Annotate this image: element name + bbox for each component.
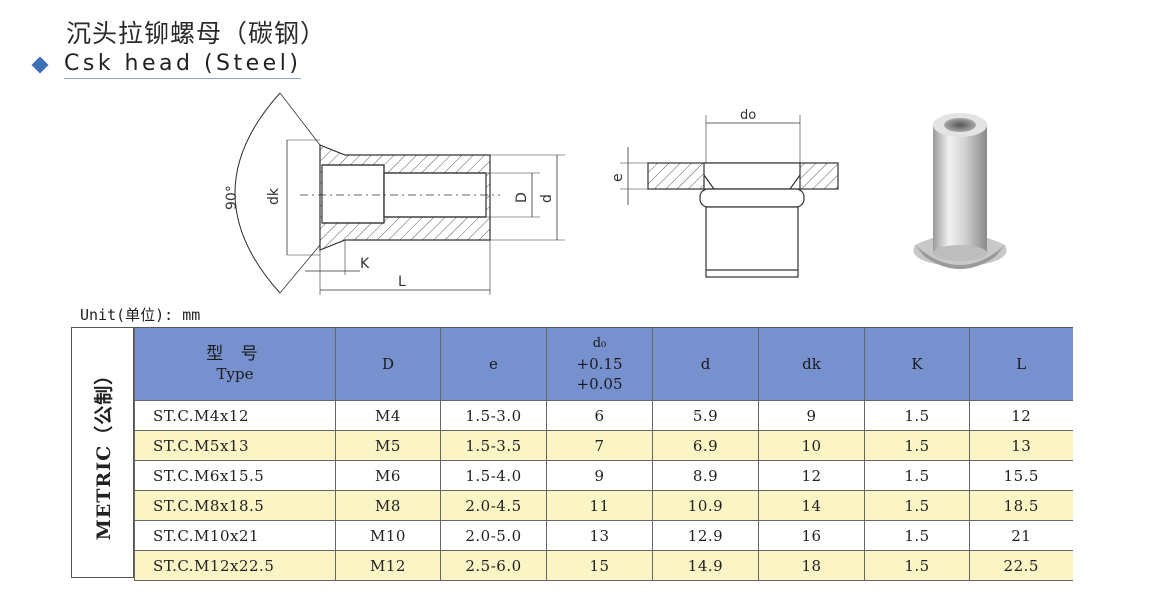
cell-D: M5: [335, 430, 441, 461]
cell-K: 1.5: [864, 520, 970, 551]
label-L: L: [398, 274, 406, 290]
table-row: ST.C.M5x13 M5 1.5-3.5 7 6.9 10 1.5 13: [134, 430, 1073, 461]
cell-D: M12: [335, 550, 441, 581]
header-do-tol-lower: +0.05: [576, 375, 623, 393]
cell-do: 13: [546, 520, 653, 551]
table-header-row: 型 号 Type D e d₀ +0.15 +0.05 d dk K L: [134, 328, 1073, 401]
cell-type: ST.C.M4x12: [134, 400, 336, 431]
cell-D: M8: [335, 490, 441, 521]
cell-D: M10: [335, 520, 441, 551]
label-dk: dk: [266, 187, 282, 205]
cell-d: 12.9: [652, 520, 759, 551]
cell-L: 18.5: [969, 490, 1073, 521]
unit-label: Unit(单位): mm: [80, 306, 201, 324]
cell-d: 14.9: [652, 550, 759, 581]
cell-type: ST.C.M8x18.5: [134, 490, 336, 521]
cell-L: 21: [969, 520, 1073, 551]
cell-D: M4: [335, 400, 441, 431]
cell-K: 1.5: [864, 550, 970, 581]
label-e: e: [610, 173, 626, 182]
technical-drawing: 90° dk D d K L do e: [224, 92, 1007, 295]
cell-K: 1.5: [864, 430, 970, 461]
cell-L: 22.5: [969, 550, 1073, 581]
label-do: do: [740, 108, 756, 123]
cell-type: ST.C.M5x13: [134, 430, 336, 461]
cell-dk: 14: [758, 490, 865, 521]
cell-type: ST.C.M10x21: [134, 520, 336, 551]
cell-d: 6.9: [652, 430, 759, 461]
header-K: K: [864, 328, 970, 401]
cell-do: 15: [546, 550, 653, 581]
cell-dk: 10: [758, 430, 865, 461]
side-section-view: [234, 92, 565, 295]
header-type-en: Type: [216, 365, 254, 383]
table-row: ST.C.M6x15.5 M6 1.5-4.0 9 8.9 12 1.5 15.…: [134, 460, 1073, 491]
cell-do: 6: [546, 400, 653, 431]
cell-L: 15.5: [969, 460, 1073, 491]
table-row: ST.C.M4x12 M4 1.5-3.0 6 5.9 9 1.5 12: [134, 400, 1073, 431]
header-e: e: [440, 328, 547, 401]
header-L: L: [969, 328, 1073, 401]
diamond-bullet-icon: [31, 56, 49, 74]
installed-view: [620, 115, 839, 278]
cell-e: 2.0-4.5: [440, 490, 547, 521]
cell-e: 1.5-3.0: [440, 400, 547, 431]
label-D: D: [514, 192, 530, 203]
header-type: 型 号 Type: [134, 328, 336, 401]
cell-e: 2.0-5.0: [440, 520, 547, 551]
cell-K: 1.5: [864, 490, 970, 521]
label-K: K: [360, 256, 370, 272]
title-chinese: 沉头拉铆螺母（碳钢）: [66, 19, 327, 48]
header-dk: dk: [758, 328, 865, 401]
header-type-cn: 型 号: [206, 344, 264, 364]
cell-e: 2.5-6.0: [440, 550, 547, 581]
cell-type: ST.C.M6x15.5: [134, 460, 336, 491]
cell-K: 1.5: [864, 460, 970, 491]
header-D: D: [335, 328, 441, 401]
cell-e: 1.5-3.5: [440, 430, 547, 461]
cell-do: 11: [546, 490, 653, 521]
spec-table-container: METRIC（公制） 型 号 Type D e d₀ +0.15 +0.05 d: [71, 327, 1073, 581]
header-do-symbol: d₀: [592, 336, 607, 351]
cell-do: 7: [546, 430, 653, 461]
cell-d: 5.9: [652, 400, 759, 431]
label-d: d: [539, 194, 555, 203]
metric-label-text: METRIC（公制）: [93, 364, 116, 541]
cell-dk: 18: [758, 550, 865, 581]
product-rendering-3d: [913, 113, 1007, 269]
cell-d: 8.9: [652, 460, 759, 491]
cell-L: 12: [969, 400, 1073, 431]
cell-do: 9: [546, 460, 653, 491]
title-english: Csk head (Steel): [64, 51, 302, 79]
header-do-tol-upper: +0.15: [576, 355, 623, 373]
label-angle: 90°: [224, 185, 240, 210]
header-d: d: [652, 328, 759, 401]
cell-L: 13: [969, 430, 1073, 461]
table-row: ST.C.M8x18.5 M8 2.0-4.5 11 10.9 14 1.5 1…: [134, 490, 1073, 521]
table-row: ST.C.M12x22.5 M12 2.5-6.0 15 14.9 18 1.5…: [134, 550, 1073, 581]
spec-table: 型 号 Type D e d₀ +0.15 +0.05 d dk K L ST.…: [134, 328, 1073, 581]
cell-dk: 12: [758, 460, 865, 491]
cell-dk: 16: [758, 520, 865, 551]
cell-type: ST.C.M12x22.5: [134, 550, 336, 581]
cell-dk: 9: [758, 400, 865, 431]
header-do: d₀ +0.15 +0.05: [546, 328, 653, 401]
table-row: ST.C.M10x21 M10 2.0-5.0 13 12.9 16 1.5 2…: [134, 520, 1073, 551]
cell-e: 1.5-4.0: [440, 460, 547, 491]
cell-K: 1.5: [864, 400, 970, 431]
title-english-row: Csk head (Steel): [30, 50, 302, 80]
cell-D: M6: [335, 460, 441, 491]
metric-side-label: METRIC（公制）: [72, 328, 134, 577]
cell-d: 10.9: [652, 490, 759, 521]
